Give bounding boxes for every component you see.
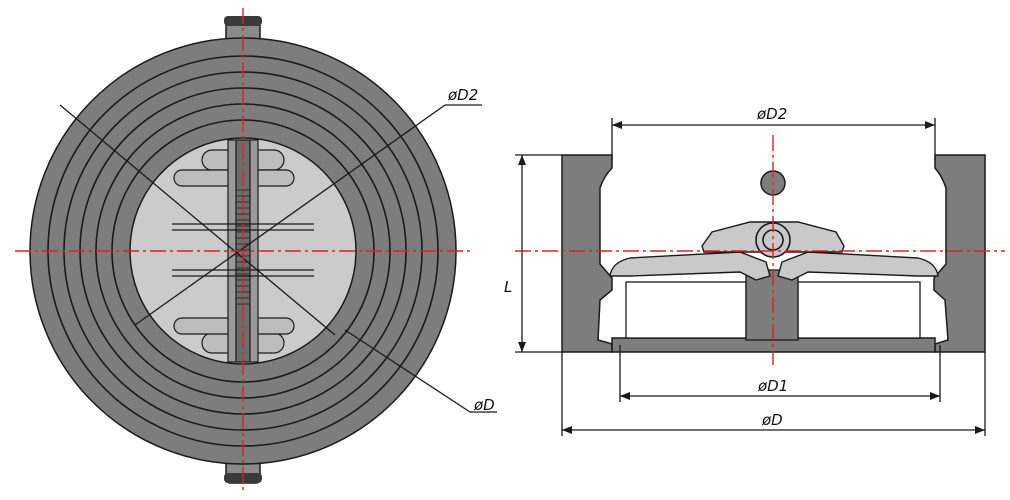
front-label-d: øD: [473, 396, 495, 414]
right-disc-plate: [777, 251, 939, 281]
front-centerlines: [15, 8, 470, 492]
left-disc-plate: [609, 251, 771, 281]
side-label-d2: øD2: [756, 105, 787, 123]
front-label-d2: øD2: [447, 86, 478, 104]
side-view: øD2 L øD1 øD: [504, 105, 1005, 436]
side-centerlines: [515, 135, 1005, 365]
side-label-d: øD: [761, 411, 783, 429]
side-label-l: L: [504, 278, 512, 296]
left-cavity: [625, 281, 747, 339]
dimension-arrows: [518, 121, 985, 434]
side-label-d1: øD1: [757, 377, 788, 395]
center-web: [745, 269, 799, 341]
side-dimensions: [515, 118, 986, 436]
front-leaders: [59, 104, 497, 413]
right-cavity: [797, 281, 921, 339]
front-view: øD2 øD: [15, 8, 497, 492]
